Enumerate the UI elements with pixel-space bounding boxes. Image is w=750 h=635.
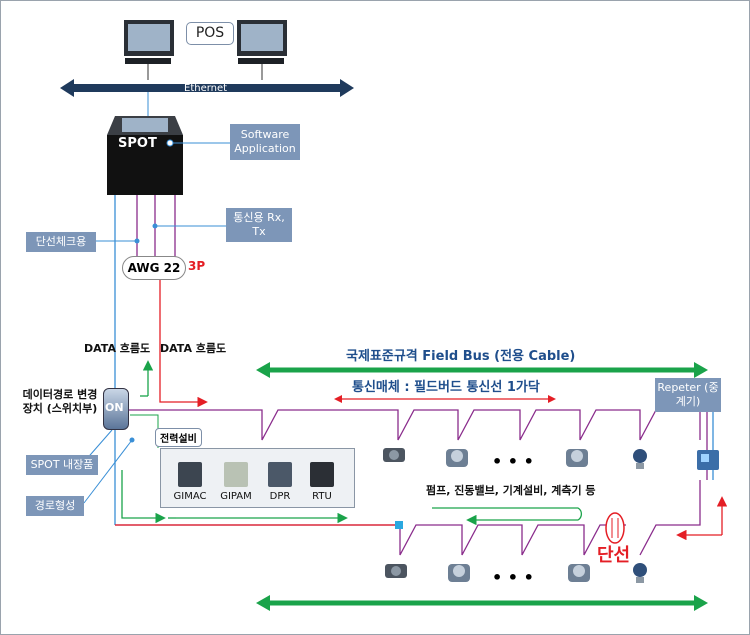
- pump-icon: [385, 564, 407, 578]
- ethernet-bus: [60, 79, 354, 97]
- valve-icon: [568, 564, 590, 582]
- repeater-box: Repeter (중계기): [655, 378, 721, 412]
- disconnect-check-box: 단선체크용: [26, 232, 96, 252]
- fieldbus-title: 국제표준규격 Field Bus (전용 Cable): [346, 349, 576, 364]
- three-pair-label: 3P: [188, 259, 206, 273]
- dpr-device-icon: [268, 462, 292, 487]
- sensor-icon: [633, 449, 647, 469]
- gipam-device-icon: [224, 462, 248, 487]
- repeater-icon: [697, 450, 719, 470]
- software-application-box: Software Application: [230, 124, 300, 160]
- pos-label: POS: [186, 22, 234, 45]
- valve-icon: [566, 449, 588, 467]
- gimac-device-icon: [178, 462, 202, 487]
- rtu-device-icon: [310, 462, 334, 487]
- pos-computer-right-icon: [237, 20, 287, 64]
- switch-icon: ON: [103, 388, 129, 430]
- gipam-label: GIPAM: [220, 491, 252, 502]
- data-flow-label-right: DATA 흐름도: [160, 342, 227, 355]
- spot-internal-box: SPOT 내장품: [26, 455, 98, 475]
- valve-icon: [446, 449, 468, 467]
- rtu-label: RTU: [312, 491, 332, 502]
- switch-on-label: ON: [105, 401, 124, 414]
- media-title: 통신매체 : 필드버드 통신선 1가닥: [352, 380, 540, 395]
- path-forming-box: 경로형성: [26, 496, 84, 516]
- pos-computer-left-icon: [124, 20, 174, 64]
- awg-cable-label: AWG 22: [122, 256, 186, 280]
- path-switch-label: 데이터경로 변경장치 (스위치부): [22, 388, 98, 415]
- pump-icon: [383, 448, 405, 462]
- power-equipment-title: 전력설비: [155, 428, 202, 447]
- spot-label: SPOT: [118, 136, 157, 151]
- sensor-icon: [633, 563, 647, 583]
- ellipsis-bottom: • • •: [492, 568, 534, 587]
- comm-rx-tx-box: 통신용 Rx, Tx: [226, 208, 292, 242]
- gimac-label: GIMAC: [173, 491, 207, 502]
- dpr-label: DPR: [269, 491, 291, 502]
- ellipsis-top: • • •: [492, 452, 534, 471]
- field-devices-label: 펌프, 진동밸브, 기계설비, 계측기 등: [426, 484, 596, 497]
- spot-unit-icon: [107, 116, 183, 195]
- valve-icon: [448, 564, 470, 582]
- ethernet-label: Ethernet: [184, 83, 228, 94]
- disconnect-label: 단선: [597, 545, 631, 566]
- data-flow-label-left: DATA 흐름도: [84, 342, 151, 355]
